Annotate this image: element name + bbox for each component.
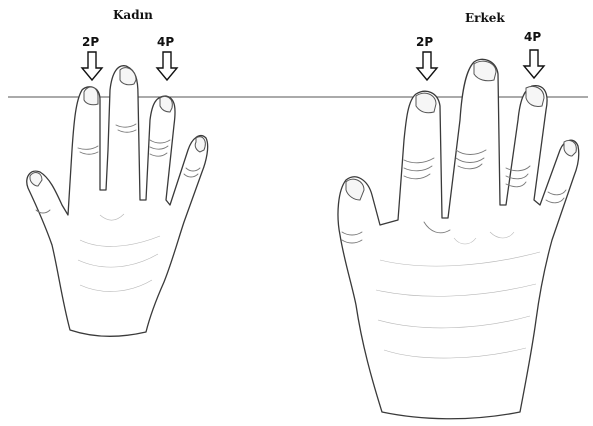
male-finger-4-label: 4P bbox=[524, 30, 541, 44]
male-finger-2-label: 2P bbox=[416, 35, 433, 49]
male-hand-icon bbox=[338, 59, 579, 418]
arrow-down-icon bbox=[82, 52, 102, 80]
arrow-down-icon bbox=[157, 52, 177, 80]
female-label: Kadın bbox=[113, 8, 153, 22]
female-hand-icon bbox=[27, 66, 208, 337]
male-label: Erkek bbox=[465, 11, 505, 25]
female-finger-4-label: 4P bbox=[157, 35, 174, 49]
arrow-down-icon bbox=[524, 50, 544, 78]
arrow-down-icon bbox=[417, 52, 437, 80]
female-finger-2-label: 2P bbox=[82, 35, 99, 49]
